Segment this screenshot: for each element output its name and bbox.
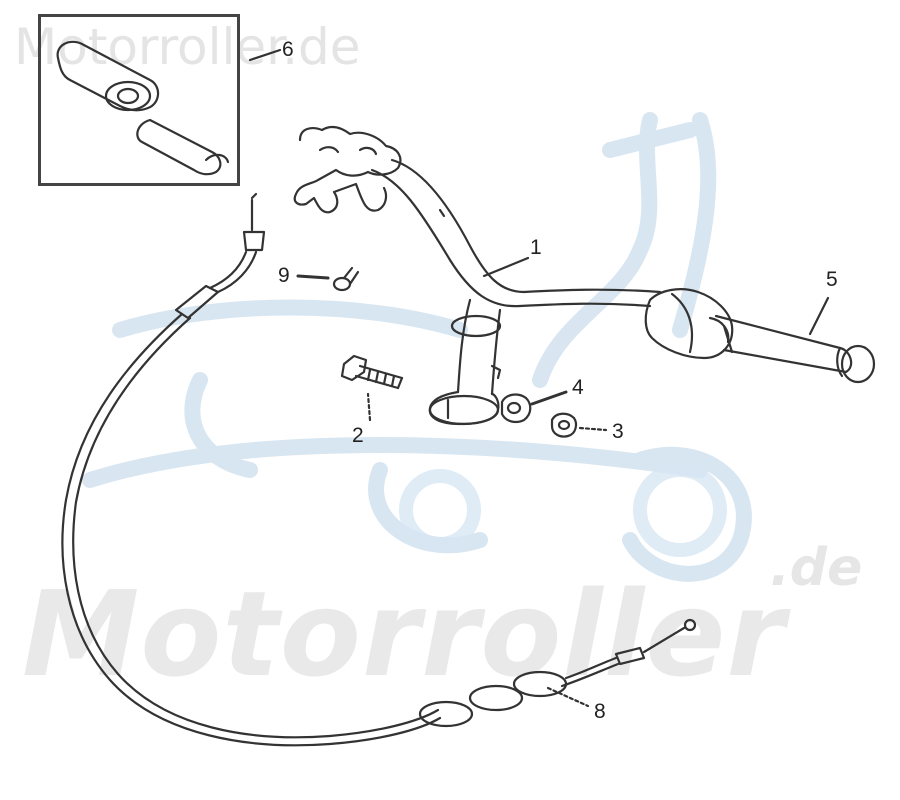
callout-9: 9 <box>278 264 290 287</box>
callout-3: 3 <box>612 420 624 443</box>
grip-part-6 <box>56 40 230 176</box>
watermark-suffix-text: .de <box>770 538 863 598</box>
grip-inset-frame <box>38 14 240 186</box>
watermark-big-text: Motorroller <box>22 565 786 703</box>
callout-4: 4 <box>572 376 584 399</box>
nut-part-4 <box>500 393 532 424</box>
throttle-cable-part-8 <box>61 192 697 747</box>
callout-6: 6 <box>282 38 294 61</box>
callout-8: 8 <box>594 700 606 723</box>
bolt-part-2 <box>340 354 404 390</box>
screw-part-9 <box>332 266 360 292</box>
watermark-top-text: Motorroller.de <box>14 18 361 76</box>
right-grip-part-5 <box>714 314 876 384</box>
callout-1: 1 <box>530 236 542 259</box>
callout-5: 5 <box>826 268 838 291</box>
callout-2: 2 <box>352 424 364 447</box>
nut-part-3 <box>550 412 578 438</box>
handlebar-part-1 <box>293 125 734 426</box>
